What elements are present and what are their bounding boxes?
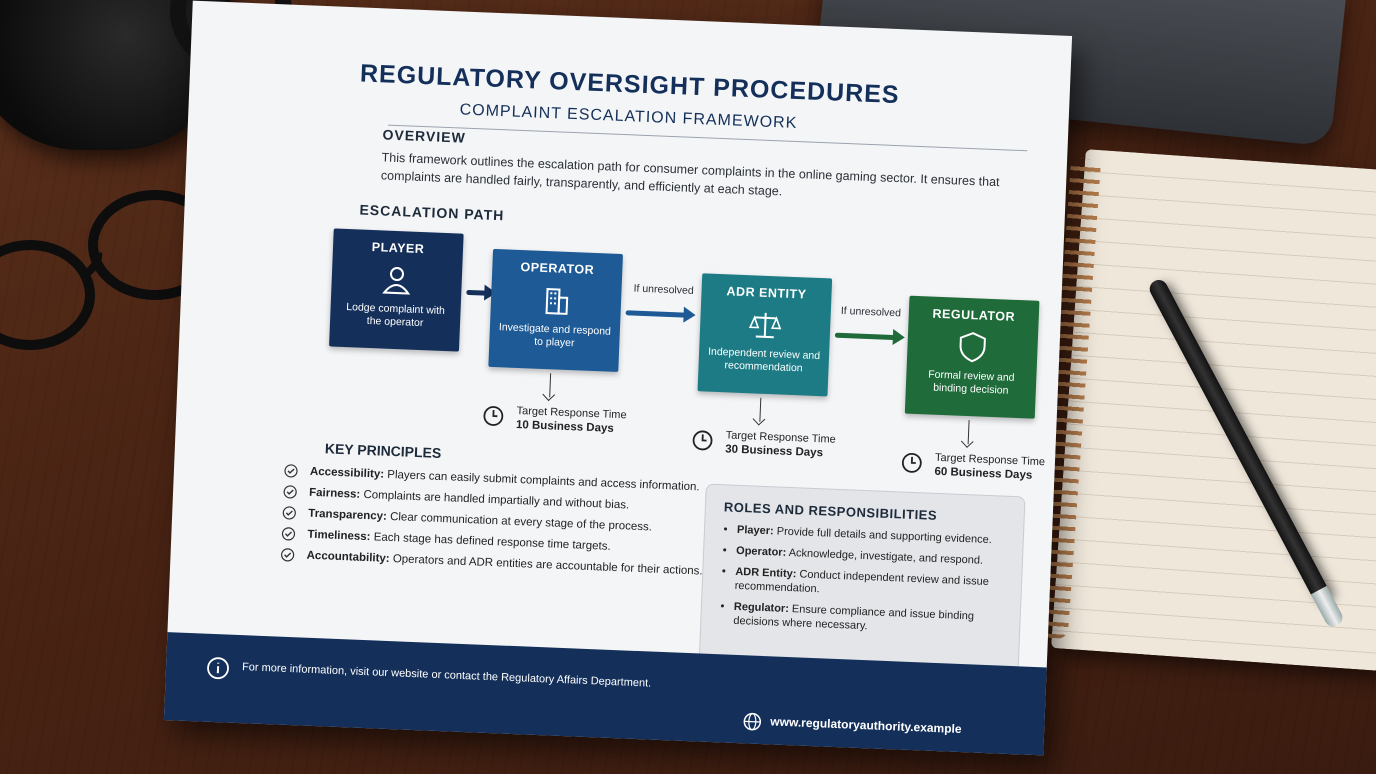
roles-heading: ROLES AND RESPONSIBILITIES [723,499,938,523]
check-circle-icon [281,527,296,541]
arrow-down [759,397,762,422]
list-item: Accessibility: Players can easily submit… [284,464,744,495]
principle-term: Fairness: [308,486,361,501]
principles-list: Accessibility: Players can easily submit… [280,464,744,588]
if-unresolved-label: If unresolved [633,282,694,297]
clock-icon [483,406,504,426]
response-time-adr: Target Response Time 30 Business Days [692,428,836,460]
list-item: ADR Entity: Conduct independent review a… [734,565,1007,604]
arrow-right [834,332,897,341]
check-circle-icon [281,548,295,562]
response-time-value: 10 Business Days [515,418,615,435]
stage-name: PLAYER [371,240,425,257]
clock-icon [692,430,713,451]
arrow-right [625,310,688,318]
overview-heading: OVERVIEW [382,126,467,146]
stage-desc: Formal review and binding decision [927,368,1015,397]
response-time-value: 30 Business Days [724,443,824,460]
list-item: Fairness: Complaints are handled imparti… [283,485,743,516]
principle-text: Players can easily submit complaints and… [387,468,700,494]
stage-desc: Independent review and recommendation [707,345,821,375]
role-text: Provide full details and supporting evid… [776,525,993,547]
stage-desc: Lodge complaint with the operator [346,301,446,330]
shield-icon [959,332,986,363]
principle-text: Clear communication at every stage of th… [389,510,653,534]
scales-icon [748,312,782,339]
stage-regulator: REGULATOR Formal review and binding deci… [904,295,1040,419]
response-time-operator: Target Response Time 10 Business Days [483,404,627,436]
stage-operator: OPERATOR Investigate and respond to play… [488,248,623,373]
stage-name: REGULATOR [932,306,1016,324]
response-time-regulator: Target Response Time 60 Business Days [901,451,1045,483]
building-icon [545,288,569,315]
footer-info-text: For more information, visit our website … [241,661,652,690]
stage-player: PLAYER Lodge complaint with the operator [329,228,464,352]
check-circle-icon [283,485,297,499]
stage-adr-entity: ADR ENTITY Independent review and recomm… [697,273,833,397]
info-icon [207,657,229,680]
document-page: REGULATORY OVERSIGHT PROCEDURES COMPLAIN… [163,0,1073,756]
role-term: Regulator: [733,600,790,616]
principle-text: Operators and ADR entities are accountab… [392,553,703,578]
role-term: Player: [736,523,774,538]
person-icon [382,267,411,295]
principle-text: Complaints are handled impartially and w… [363,488,630,512]
role-text: Acknowledge, investigate, and respond. [788,546,984,567]
check-circle-icon [282,506,296,520]
stage-name: OPERATOR [520,260,595,277]
stage-name: ADR ENTITY [726,284,807,302]
principle-term: Timeliness: [307,528,371,544]
clock-icon [901,452,922,473]
roles-box: ROLES AND RESPONSIBILITIES Player: Provi… [698,483,1026,679]
principles-heading: KEY PRINCIPLES [324,440,442,461]
list-item: Timeliness: Each stage has defined respo… [281,527,741,558]
principle-term: Accessibility: [309,465,385,481]
document-footer: For more information, visit our website … [163,632,1047,756]
principle-term: Accountability: [306,549,390,565]
globe-icon [743,712,762,731]
list-item: Regulator: Ensure compliance and issue b… [733,600,1006,639]
check-circle-icon [284,464,298,478]
principle-text: Each stage has defined response time tar… [373,531,611,553]
escalation-heading: ESCALATION PATH [359,201,505,224]
role-term: Operator: [735,544,787,559]
list-item: Player: Provide full details and support… [737,523,1009,548]
list-item: Transparency: Clear communication at eve… [282,506,742,537]
list-item: Operator: Acknowledge, investigate, and … [736,544,1008,569]
principle-term: Transparency: [308,507,388,523]
overview-text: This framework outlines the escalation p… [380,150,1000,199]
arrow-down [967,420,970,445]
list-item: Accountability: Operators and ADR entiti… [280,548,740,579]
response-time-value: 60 Business Days [934,465,1033,482]
roles-list: Player: Provide full details and support… [701,522,1023,640]
stage-desc: Investigate and respond to player [498,321,612,350]
role-term: ADR Entity: [735,565,797,581]
arrow-down [549,373,552,398]
if-unresolved-label: If unresolved [840,304,902,320]
arrow-right [466,289,489,296]
footer-website: www.regulatoryauthority.example [770,714,962,737]
